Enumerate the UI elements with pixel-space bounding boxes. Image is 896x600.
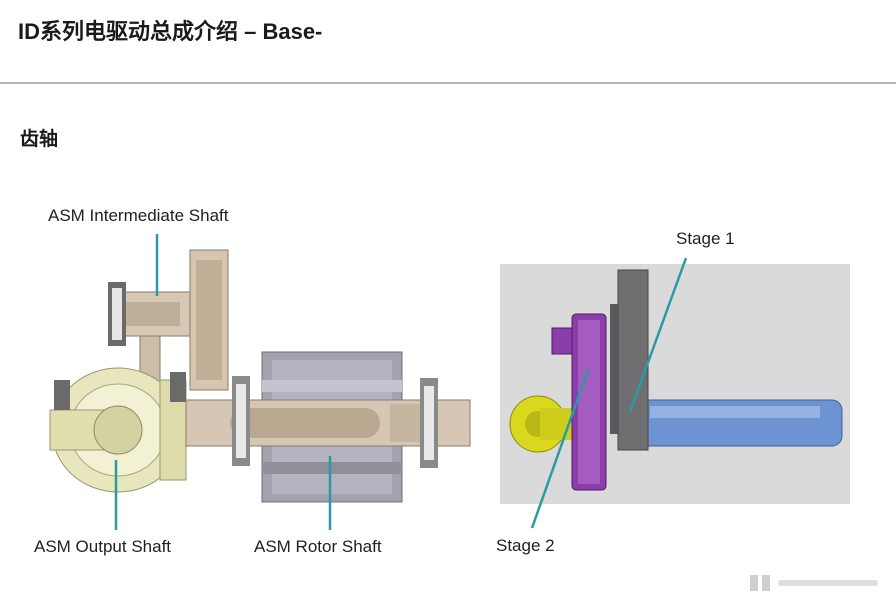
header-divider bbox=[0, 82, 896, 84]
section-title: 齿轴 bbox=[20, 129, 59, 150]
gear-panel-background bbox=[500, 264, 850, 504]
label-rotor-shaft: ASM Rotor Shaft bbox=[254, 537, 382, 556]
leader-stage2 bbox=[530, 369, 590, 529]
label-output-shaft: ASM Output Shaft bbox=[34, 537, 172, 556]
slide-title: ID系列电驱动总成介绍 – Base- bbox=[18, 19, 323, 44]
watermark-mark bbox=[750, 575, 878, 591]
drive-unit-cutaway-illustration bbox=[49, 249, 471, 503]
rotor-shaft bbox=[185, 376, 471, 468]
label-intermediate-shaft: ASM Intermediate Shaft bbox=[48, 206, 229, 225]
intermediate-shaft-assembly bbox=[108, 249, 229, 407]
leader-stage1 bbox=[628, 257, 688, 413]
label-stage1: Stage 1 bbox=[676, 229, 735, 248]
gear-stages-illustration bbox=[500, 264, 850, 504]
stage1-gear bbox=[617, 269, 649, 451]
output-shaft-differential bbox=[49, 367, 187, 493]
label-stage2: Stage 2 bbox=[496, 536, 555, 555]
